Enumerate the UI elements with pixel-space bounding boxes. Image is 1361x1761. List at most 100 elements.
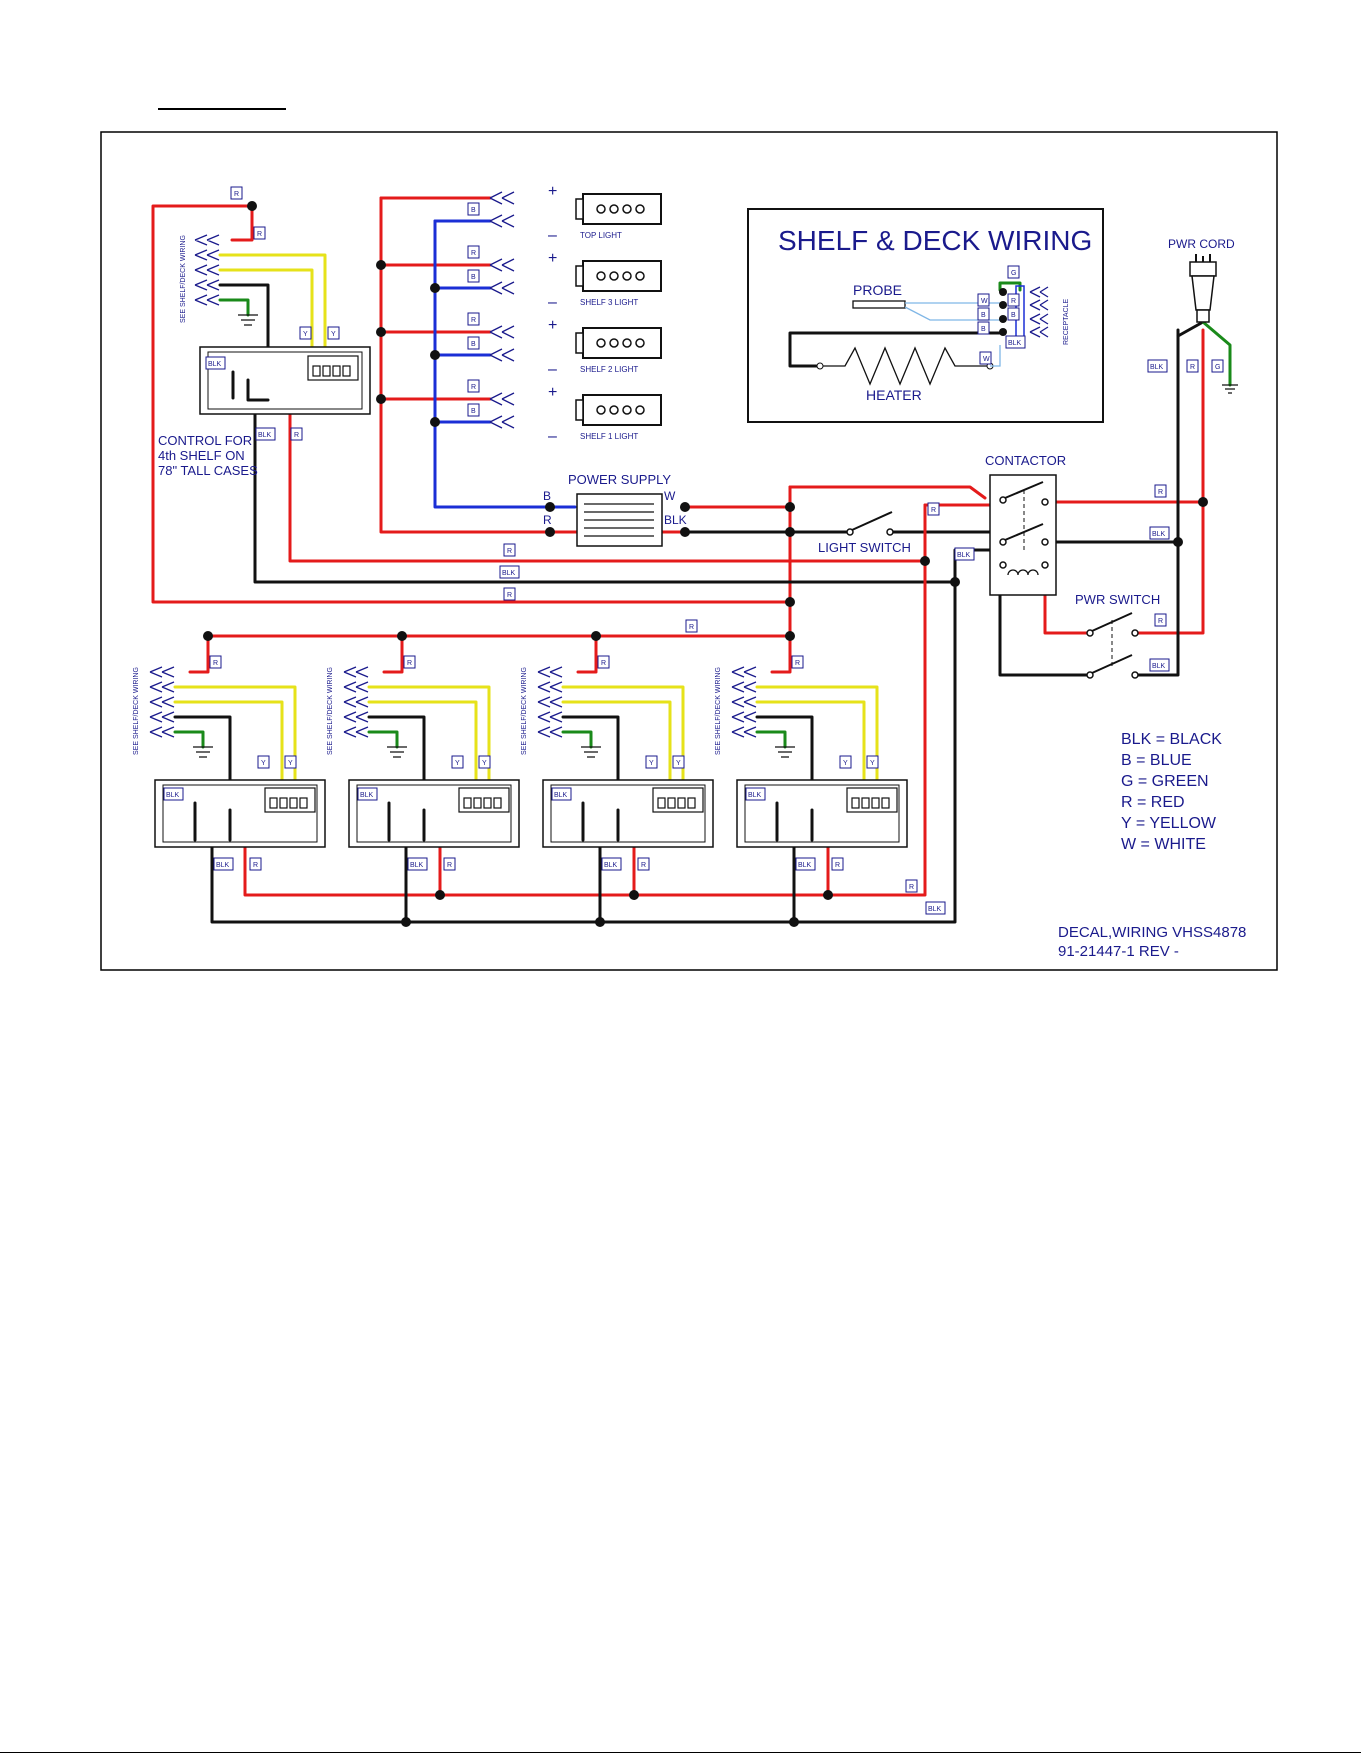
svg-text:R: R [689,624,694,631]
tag-blk: BLK [205,356,226,370]
svg-text:Y: Y [261,760,266,767]
tag-r: R [597,655,610,669]
tag-blk: BLK [163,787,184,801]
svg-text:B: B [1011,312,1016,319]
light-minus: – [548,227,557,244]
svg-text:BLK: BLK [216,862,230,869]
tag-r: R [1007,293,1020,307]
black-wire-bottom-bus [210,580,957,924]
tag-y: Y [257,755,270,769]
tag-blk: BLK [357,787,378,801]
bottom-controls: SEE SHELF/DECK WIRING SEE [133,666,908,848]
tag-blk: BLK [407,857,428,871]
tag-g: G [1007,265,1020,279]
ps-blk-label: BLK [664,513,687,527]
tag-blk: BLK [1005,335,1026,349]
tag-blk: BLK [925,901,946,915]
svg-text:BLK: BLK [1152,663,1166,670]
contactor: CONTACTOR [985,453,1066,596]
light-plus: + [548,384,557,401]
tag-g: G [1211,359,1224,373]
heater-label: HEATER [866,387,922,403]
bottom-control-3: SEE SHELF/DECK WIRING [521,666,714,848]
tag-r: R [927,502,940,516]
tag-y: Y [451,755,464,769]
svg-text:BLK: BLK [604,862,618,869]
red-wire-top-control-loop [151,204,792,604]
svg-text:R: R [257,231,262,238]
light-plus: + [548,183,557,200]
red-wire-drop-4 [770,634,792,674]
svg-text:R: R [507,592,512,599]
tag-r: R [443,857,456,871]
shelf-deck-inset: SHELF & DECK WIRING PROBE HEATER RECEPTA… [747,208,1104,423]
svg-text:B: B [981,312,986,319]
pwr-cord: PWR CORD [1168,237,1238,394]
contactor-label: CONTACTOR [985,453,1066,468]
legend-item: Y = YELLOW [1121,815,1217,832]
svg-text:R: R [471,250,476,257]
tag-y: Y [672,755,685,769]
svg-text:BLK: BLK [410,862,424,869]
pwr-cord-label: PWR CORD [1168,237,1235,251]
decal-info: DECAL,WIRING VHSS4878 91-21447-1 REV - [1058,924,1246,960]
tag-blk: BLK [954,547,975,561]
control-note-line2: 4th SHELF ON [158,448,245,463]
tag-r: R [467,379,480,393]
svg-text:BLK: BLK [166,792,180,799]
shelf-3-light: + – SHELF 3 LIGHT [489,250,662,311]
svg-text:BLK: BLK [360,792,374,799]
svg-text:B: B [471,341,476,348]
tag-r: R [209,655,222,669]
top-control: SEE SHELF/DECK WIRING CONTROL FOR 4th SH… [158,234,371,478]
legend-item: R = RED [1121,794,1185,811]
light-label: SHELF 1 LIGHT [580,432,638,441]
tag-r: R [637,857,650,871]
svg-text:R: R [471,384,476,391]
svg-text:B: B [981,326,986,333]
bottom-control-2: SEE SHELF/DECK WIRING [327,666,520,848]
light-switch-label: LIGHT SWITCH [818,540,911,555]
svg-text:BLK: BLK [957,552,971,559]
svg-text:Y: Y [843,760,848,767]
svg-text:BLK: BLK [554,792,568,799]
ps-w-label: W [664,489,676,503]
red-wire-bottom-bus [243,503,927,897]
tag-blk: BLK [213,857,234,871]
svg-text:R: R [447,862,452,869]
tag-y: Y [839,755,852,769]
svg-text:BLK: BLK [748,792,762,799]
tag-r: R [791,655,804,669]
light-label: SHELF 2 LIGHT [580,365,638,374]
svg-text:W: W [983,356,990,363]
legend-item: BLK = BLACK [1121,731,1222,748]
svg-text:G: G [1011,270,1016,277]
tag-blk: BLK [1147,359,1168,373]
wire-tags: R R Y Y BLK BLK R B R B R B R B R BLK R … [163,186,1224,915]
svg-text:Y: Y [303,331,308,338]
tag-blk: BLK [499,565,520,579]
blue-wire-light-riser [433,219,577,509]
svg-text:R: R [909,884,914,891]
svg-text:G: G [1215,364,1220,371]
header-underline [158,108,286,110]
power-supply: POWER SUPPLY B R W BLK [543,472,687,547]
tag-r: R [249,857,262,871]
legend-item: W = WHITE [1121,836,1206,853]
svg-text:R: R [1190,364,1195,371]
tag-r: R [403,655,416,669]
tag-w: W [977,293,990,307]
svg-text:Y: Y [455,760,460,767]
tag-blk: BLK [551,787,572,801]
tag-b: B [467,403,480,417]
shelf-1-light: + – SHELF 1 LIGHT [489,384,662,445]
red-wire-drop-2 [382,634,404,674]
light-switch: LIGHT SWITCH [818,511,911,555]
svg-text:R: R [795,660,800,667]
svg-text:BLK: BLK [1008,340,1022,347]
color-legend: BLK = BLACK B = BLUE G = GREEN R = RED Y… [1121,731,1222,853]
svg-text:R: R [253,862,258,869]
svg-text:R: R [1158,618,1163,625]
receptacle-label: RECEPTACLE [1063,299,1070,345]
